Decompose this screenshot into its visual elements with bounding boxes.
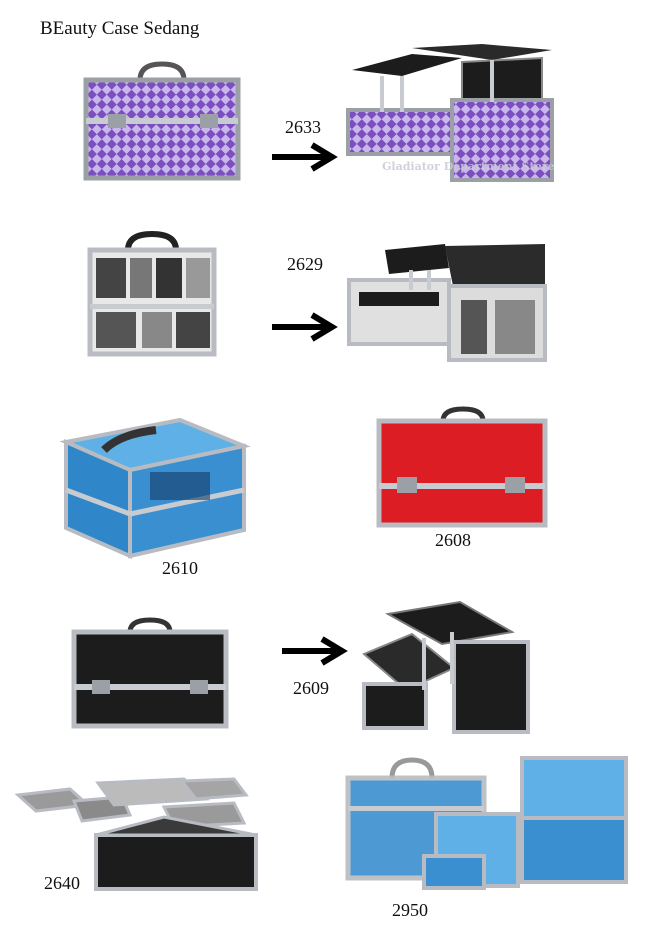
product-code-2609: 2609 <box>293 678 329 698</box>
case-2609-closed-image <box>70 617 230 730</box>
case-2609-open-image <box>360 598 532 736</box>
arrow-right-icon <box>272 312 338 342</box>
case-2950-image <box>340 752 630 892</box>
page-title: BEauty Case Sedang <box>40 18 200 39</box>
watermark-text: Gladiator Department Store <box>382 160 555 173</box>
product-code-2610: 2610 <box>162 558 198 578</box>
product-code-2629: 2629 <box>287 254 323 274</box>
case-2629-open-image <box>345 240 550 365</box>
arrow-right-icon <box>282 636 348 666</box>
product-code-2608: 2608 <box>435 530 471 550</box>
case-2629-closed-image <box>86 228 218 358</box>
case-2633-open-image: Gladiator Department Store <box>342 40 557 190</box>
product-code-2640: 2640 <box>44 873 80 893</box>
case-2640-image <box>14 775 260 893</box>
product-code-2950: 2950 <box>392 900 428 920</box>
case-2633-closed-image <box>82 60 242 182</box>
case-2610-image <box>59 410 251 560</box>
product-code-2633: 2633 <box>285 117 321 137</box>
arrow-right-icon <box>272 142 338 172</box>
case-2608-image <box>375 405 550 529</box>
